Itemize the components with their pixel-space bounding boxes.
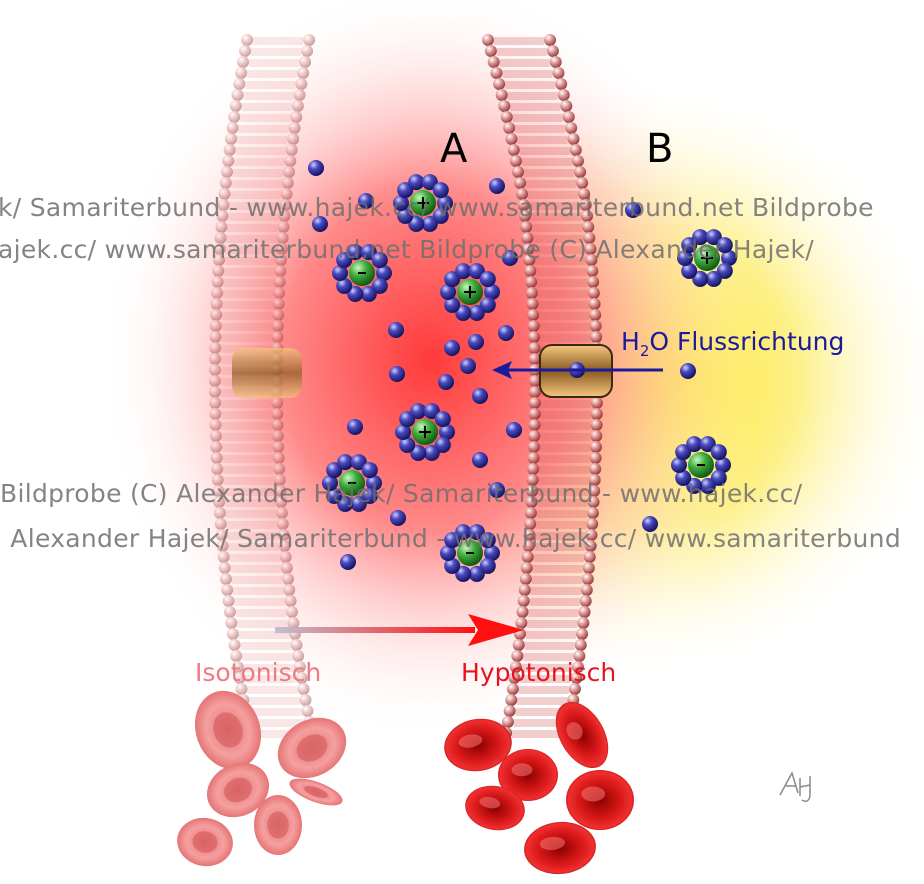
water-molecule <box>472 452 488 468</box>
water-molecule <box>506 422 522 438</box>
watermark-line: ajek.cc/ www.samariterbund.net Bildprobe… <box>0 235 814 264</box>
artist-signature <box>779 771 811 803</box>
water-molecule <box>347 419 363 435</box>
transition-arrowhead <box>468 614 524 646</box>
water-molecule <box>489 178 505 194</box>
hypotonic-red-blood-cell <box>566 770 634 830</box>
transition-arrow <box>275 627 475 633</box>
isotonic-red-blood-cell <box>194 690 262 770</box>
anion-hydration-shell <box>671 436 731 494</box>
cation-hydration-shell <box>395 403 455 461</box>
water-molecule <box>642 516 658 532</box>
right-cell-membrane <box>482 34 603 739</box>
watermark-line: ) Alexander Hajek/ Samariterbund - www.h… <box>0 524 901 553</box>
plus-sign <box>417 197 429 209</box>
water-molecule <box>502 250 518 266</box>
water-molecule <box>680 363 696 379</box>
water-molecule <box>444 340 460 356</box>
anion-hydration-shell <box>332 244 392 302</box>
water-molecule <box>460 358 476 374</box>
water-molecule <box>489 482 505 498</box>
water-molecule <box>358 193 374 209</box>
plus-sign <box>464 286 476 298</box>
cation-hydration-shell <box>440 263 500 321</box>
flow-subscript: 2 <box>639 342 650 360</box>
flow-text: O Flussrichtung <box>649 327 845 356</box>
hypotonic-red-blood-cell <box>444 718 512 772</box>
compartment-a-label: A <box>440 126 468 172</box>
water-molecule <box>472 388 488 404</box>
isotonic-red-blood-cell <box>206 762 270 818</box>
isotonic-label: Isotonisch <box>195 658 322 687</box>
water-molecule <box>312 216 328 232</box>
water-molecule <box>498 325 514 341</box>
water-molecule <box>625 202 641 218</box>
hypotonic-red-blood-cell <box>498 749 558 801</box>
anion-hydration-shell <box>322 454 382 512</box>
water-molecule <box>340 554 356 570</box>
plus-sign <box>419 426 431 438</box>
water-molecule <box>389 366 405 382</box>
water-flow-label: H2O Flussrichtung <box>621 327 844 360</box>
isotonic-red-blood-cell <box>254 795 302 855</box>
hypotonic-red-blood-cell <box>524 821 596 875</box>
isotonic-red-blood-cell <box>277 717 347 779</box>
hypotonic-label: Hypotonisch <box>461 658 617 687</box>
hypotonic-red-blood-cell <box>465 785 525 831</box>
plus-sign <box>701 252 713 264</box>
hypotonic-red-blood-cell <box>555 701 609 769</box>
water-molecule <box>438 374 454 390</box>
water-molecule <box>468 334 484 350</box>
cation-hydration-shell <box>393 174 453 232</box>
water-molecule <box>308 160 324 176</box>
watermark-line: k/ Samariterbund - www.hajek.cc/ www.sam… <box>0 193 874 222</box>
flow-h: H <box>621 327 640 356</box>
water-flow-arrowhead <box>492 361 512 379</box>
cation-hydration-shell <box>677 229 737 287</box>
left-water-channel <box>232 348 302 398</box>
water-molecule <box>388 322 404 338</box>
compartment-b-label: B <box>646 126 674 172</box>
water-molecule <box>390 510 406 526</box>
watermark-line: Bildprobe (C) Alexander Hajek/ Samariter… <box>0 479 803 508</box>
isotonic-red-blood-cell <box>289 778 343 806</box>
isotonic-red-blood-cell <box>177 817 233 867</box>
anion-hydration-shell <box>440 524 500 582</box>
